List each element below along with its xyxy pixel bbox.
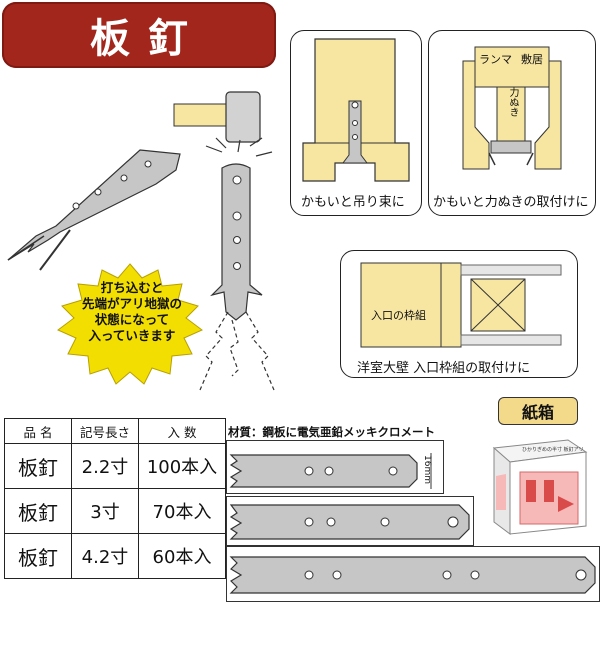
panel1-caption: かもいと吊り束に <box>301 195 405 210</box>
title-banner: 板釘 <box>2 2 276 68</box>
impact-marks <box>205 137 273 157</box>
dashed-tips <box>199 311 275 391</box>
hammer-handle <box>173 103 231 127</box>
header-qty: 入 数 <box>138 418 226 444</box>
width-dimension: 16mm <box>422 455 432 484</box>
panel-kamoi-chikaranuki: ランマ 敷居 力ぬき かもいと力ぬきの取付けに <box>428 30 596 216</box>
material-note: 材質：鋼板に電気亜鉛メッキクロメート <box>228 425 435 439</box>
table-row: 板釘 4.2寸 60本入 <box>4 533 226 579</box>
cell-qty: 70本入 <box>138 488 226 534</box>
header-name: 品 名 <box>4 418 72 444</box>
panel1-drawing <box>302 38 410 182</box>
cell-name: 板釘 <box>4 533 72 579</box>
panel3-caption: 洋室大壁 入口枠組の取付けに <box>357 361 531 376</box>
cell-name: 板釘 <box>4 443 72 489</box>
page-title: 板釘 <box>90 15 206 62</box>
cell-size: 2.2寸 <box>71 443 139 489</box>
table-row: 板釘 3寸 70本入 <box>4 488 226 534</box>
box-label: 紙箱 <box>498 397 578 425</box>
nail-row-42sun <box>226 546 600 602</box>
hammer-head <box>225 91 261 143</box>
paper-box-image <box>492 439 588 535</box>
starburst <box>57 263 203 385</box>
box-print-text: ひかりぎめの半寸 板釘アリ <box>522 447 584 453</box>
label-iriguchi-wakugumi: 入口の枠組 <box>371 309 426 322</box>
nail-row-22sun: 16mm <box>226 440 444 494</box>
burst-text: 打ち込むと 先端がアリ地獄の 状態になって 入っていきます <box>81 280 182 343</box>
panel2-drawing <box>462 46 562 170</box>
nail-vertical <box>210 163 263 321</box>
panel-youshitsu-okabe: 入口の枠組 洋室大壁 入口枠組の取付けに <box>340 250 578 378</box>
nail-row-3sun <box>226 496 474 546</box>
cell-size: 3寸 <box>71 488 139 534</box>
nail-illustration <box>7 91 275 391</box>
cell-size: 4.2寸 <box>71 533 139 579</box>
panel2-caption: かもいと力ぬきの取付けに <box>433 195 589 210</box>
panel3-drawing <box>360 262 562 348</box>
cell-qty: 100本入 <box>138 443 226 489</box>
panel-kamoi-tsurizuka: かもいと吊り束に <box>290 30 422 216</box>
table-row: 板釘 2.2寸 100本入 <box>4 443 226 489</box>
label-shikii: 敷居 <box>521 53 543 66</box>
spec-table: 品 名 記号長さ 入 数 板釘 2.2寸 100本入 板釘 3寸 70本入 板釘… <box>4 418 226 579</box>
header-size: 記号長さ <box>71 418 139 444</box>
table-header-row: 品 名 記号長さ 入 数 <box>4 418 226 444</box>
cell-qty: 60本入 <box>138 533 226 579</box>
nail-diagonal <box>7 149 181 271</box>
label-chikaranuki: 力ぬき <box>507 87 518 117</box>
cell-name: 板釘 <box>4 488 72 534</box>
label-ranma: ランマ <box>479 53 512 66</box>
